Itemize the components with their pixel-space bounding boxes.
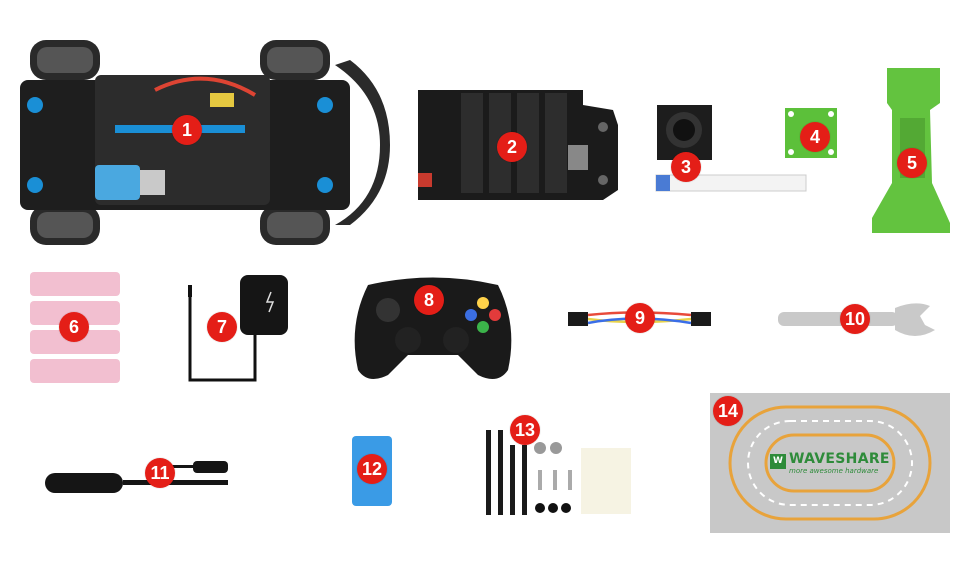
batteries-icon [30,272,120,383]
screwdriver-icon [45,461,228,493]
rc-car-chassis: 1 [5,35,395,245]
camera-adapter-board: 4 [785,108,840,163]
item-number-badge: 7 [207,312,237,342]
item-number-badge: 12 [357,454,387,484]
item-number-badge: 11 [145,458,175,488]
waveshare-logo-mark: W [770,454,786,469]
item-number-badge: 14 [713,396,743,426]
gamepad-icon [354,277,512,379]
waveshare-logo: W WAVESHARE more awesome hardware [770,448,889,478]
screws-pack: 13 [478,415,638,520]
track-mat-icon [710,393,950,533]
camera-module: 3 [652,105,812,200]
expansion-board: 2 [413,85,623,210]
item-number-badge: 6 [59,312,89,342]
track-mat: 14 [710,393,950,533]
item-number-badge: 8 [414,285,444,315]
waveshare-tagline: more awesome hardware [789,467,879,475]
item-number-badge: 2 [497,132,527,162]
wrench: 10 [775,300,937,340]
screws-pack-icon [486,430,631,515]
cable: 9 [566,300,716,340]
screwdriver: 11 [45,455,240,505]
waveshare-brand-name: WAVESHARE [789,451,890,467]
item-number-badge: 4 [800,122,830,152]
item-number-badge: 9 [625,303,655,333]
item-number-badge: 5 [897,148,927,178]
rc-car-chassis-icon [20,40,390,245]
item-number-badge: 3 [671,152,701,182]
gamepad: 8 [348,275,518,385]
power-adapter-icon [188,275,288,382]
item-number-badge: 10 [840,304,870,334]
camera-holder: 5 [872,68,952,236]
item-number-badge: 1 [172,115,202,145]
blue-part: 12 [350,434,395,509]
batteries: 6 [28,270,128,388]
item-number-badge: 13 [510,415,540,445]
power-adapter: 7 [185,270,295,385]
